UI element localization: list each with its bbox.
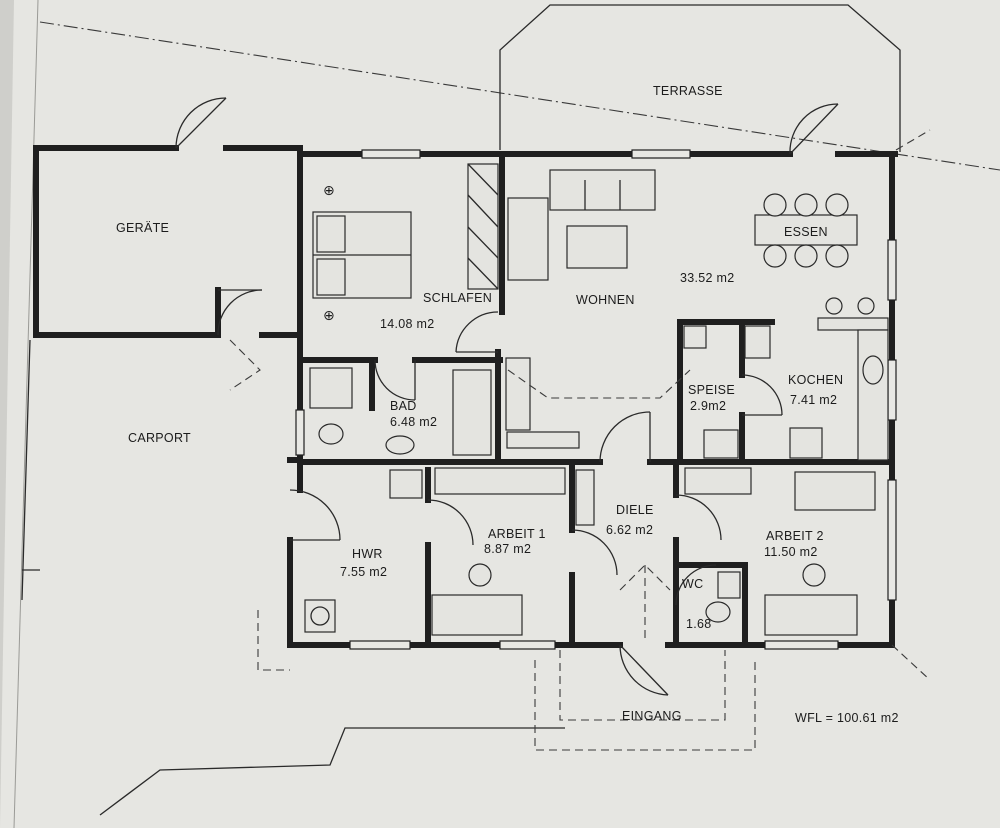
wohnen-label: WOHNEN (576, 293, 635, 307)
arbeit1-area: 8.87 m2 (484, 542, 531, 556)
kochen-label: KOCHEN (788, 373, 843, 387)
speise-area: 2.9m2 (690, 399, 726, 413)
carport-label: CARPORT (128, 431, 191, 445)
doors (175, 97, 839, 696)
wc-label: WC (682, 577, 703, 591)
wohnen-area: 33.52 m2 (680, 271, 735, 285)
carport-structure (21, 145, 303, 601)
schlafen-label: SCHLAFEN (423, 291, 492, 305)
speise-label: SPEISE (688, 383, 735, 397)
terrace-outline (499, 4, 901, 152)
bad-label: BAD (390, 399, 417, 413)
room-labels: TERRASSE GERÄTE CARPORT SCHLAFEN 14.08 m… (116, 84, 899, 725)
terrasse-label: TERRASSE (653, 84, 723, 98)
site-boundary (99, 727, 565, 816)
svg-text:⊕: ⊕ (323, 307, 335, 323)
essen-label: ESSEN (784, 225, 828, 239)
dashed-lines (229, 129, 931, 751)
arbeit2-area: 11.50 m2 (764, 545, 818, 559)
wc-area: 1.68 (686, 617, 712, 631)
interior-walls (297, 151, 895, 648)
kochen-area: 7.41 m2 (790, 393, 837, 407)
wfl-summary: WFL = 100.61 m2 (795, 711, 899, 725)
bad-area: 6.48 m2 (390, 415, 437, 429)
diele-label: DIELE (616, 503, 654, 517)
windows (295, 149, 897, 650)
schlafen-area: 14.08 m2 (380, 317, 435, 331)
geraete-label: GERÄTE (116, 221, 169, 235)
eingang-label: EINGANG (622, 709, 682, 723)
hwr-label: HWR (352, 547, 383, 561)
arbeit2-label: ARBEIT 2 (766, 529, 824, 543)
hwr-area: 7.55 m2 (340, 565, 387, 579)
property-line (39, 21, 1000, 171)
arbeit1-label: ARBEIT 1 (488, 527, 546, 541)
diele-area: 6.62 m2 (606, 523, 653, 537)
svg-text:⊕: ⊕ (323, 182, 335, 198)
furniture: ⊕ ⊕ (304, 163, 889, 636)
